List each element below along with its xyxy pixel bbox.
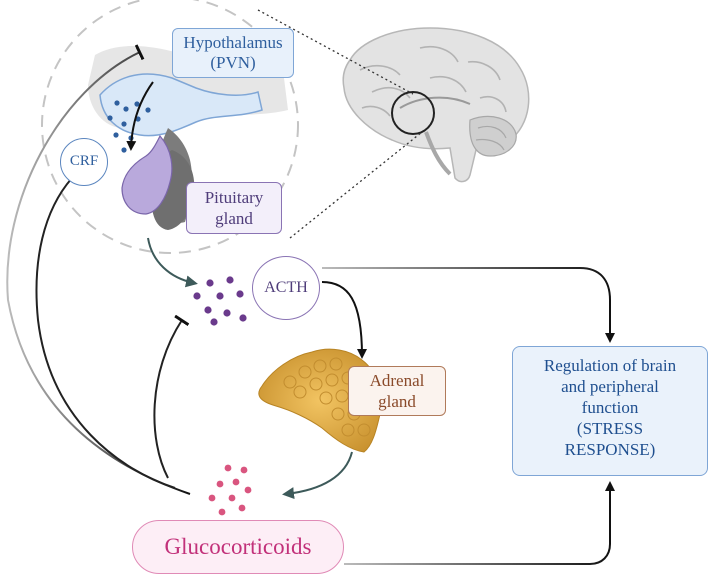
regulation-box: Regulation of brain and peripheral funct… <box>512 346 708 476</box>
adrenal-to-glucocorticoids-arrow <box>282 451 353 500</box>
adrenal-label: Adrenal gland <box>348 366 446 416</box>
pituitary-label: Pituitary gland <box>186 182 282 234</box>
hypothalamus-label: Hypothalamus (PVN) <box>172 28 294 78</box>
glucocorticoid-dots <box>208 464 252 516</box>
hypothalamus-region <box>99 73 263 137</box>
regulation-line-1: Regulation of brain <box>543 356 677 375</box>
pituitary-label-line-1: Pituitary <box>204 188 264 207</box>
adrenal-label-line-2: gland <box>378 392 416 411</box>
adrenal-texture <box>283 357 373 437</box>
acth-label: ACTH <box>252 256 320 320</box>
acth-to-adrenal-arrow <box>321 281 367 359</box>
acth-dots <box>193 276 247 326</box>
pituitary-anterior-lobe <box>121 134 173 215</box>
regulation-line-5: RESPONSE) <box>564 440 656 459</box>
zoom-dotted-line-bottom <box>289 131 423 239</box>
hypothalamus-to-pituitary-arrow <box>126 81 154 151</box>
pituitary-to-acth-arrow <box>147 237 198 288</box>
regulation-line-4: (STRESS <box>576 419 644 438</box>
feedback-to-acth-line <box>153 314 190 479</box>
hypothalamus-label-line-2: (PVN) <box>210 53 256 72</box>
brain-zoom-circle <box>391 91 435 135</box>
brain-illustration <box>342 27 530 183</box>
feedback-to-crf-line <box>35 171 176 489</box>
pituitary-label-line-2: gland <box>215 209 253 228</box>
acth-to-regulation-arrow <box>322 267 615 343</box>
hypothalamus-label-line-1: Hypothalamus <box>183 33 283 52</box>
glucocorticoids-label: Glucocorticoids <box>132 520 344 574</box>
regulation-line-2: and peripheral <box>561 377 659 396</box>
zoom-dotted-line-top <box>257 9 414 95</box>
glucocorticoids-to-regulation-arrow <box>344 481 615 565</box>
crf-label: CRF <box>60 138 108 186</box>
regulation-line-3: function <box>581 398 639 417</box>
adrenal-label-line-1: Adrenal <box>369 371 425 390</box>
zoom-region-circle <box>41 0 299 254</box>
